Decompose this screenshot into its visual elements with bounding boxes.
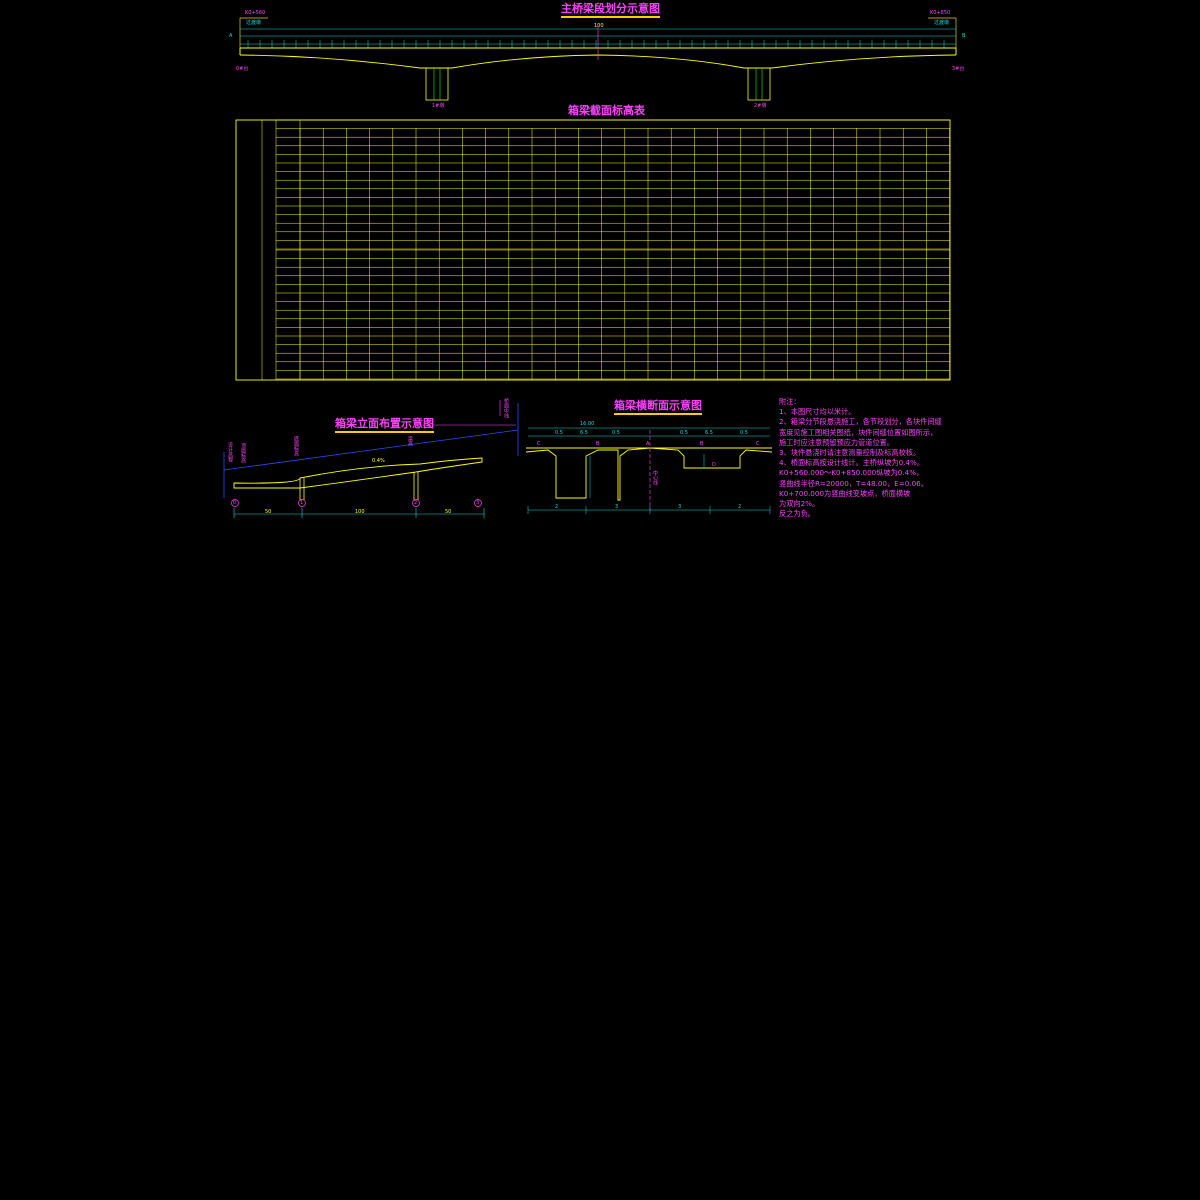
note-line: K0+700.000为竖曲线变坡点，桥面横坡 [779,488,911,498]
notes-block: 附注： 1、本图尺寸均以米计。 2、箱梁分节段悬浇施工，各节段划分，各块件间缝 … [779,397,979,519]
cs-bottom-dim-3: 3 [678,504,682,510]
axis-point-3: 3 [476,500,480,506]
cs-dim-2: 6.5 [580,430,588,436]
cs-point-c-left: C [537,441,541,447]
right-end-label: 3#台 [952,66,965,72]
right-station-label: K0+850 [930,10,951,16]
left-marker: A [229,33,233,39]
left-end-label: 0#台 [236,66,249,72]
layout-label-5: 桥面中线 [503,398,509,418]
left-abutment-label: 过渡墩 [246,20,262,26]
cs-bottom-dim-4: 2 [738,504,742,510]
layout-label-1: 设计高程 [227,442,233,462]
cs-dim-3: 0.5 [612,430,620,436]
cross-section-title: 箱梁横断面示意图 [614,400,702,415]
layout-label-2: 顶面标高 [240,443,246,463]
cs-dim-1: 0.5 [555,430,563,436]
cs-point-b-right: B [700,441,704,447]
segment-diagram-title: 主桥梁段划分示意图 [561,3,660,18]
note-line: 为双向2%。 [779,499,820,509]
note-line: 反之为负。 [779,509,815,519]
cs-dim-5: 6.5 [705,430,713,436]
span-dim-3: 50 [445,509,452,515]
note-line: 1、本图尺寸均以米计。 [779,407,856,417]
cs-bottom-dim-2: 3 [615,504,619,510]
elevation-layout-title: 箱梁立面布置示意图 [335,418,434,433]
right-marker: B [962,33,966,39]
right-abutment-label: 过渡墩 [934,20,950,26]
cs-point-b-left: B [596,441,600,447]
span-label: 100 [594,23,604,29]
cs-width-total: 16.00 [580,421,595,427]
left-station-label: K0+560 [245,10,266,16]
span-dim-2: 100 [355,509,365,515]
note-line: 2、箱梁分节段悬浇施工，各节段划分，各块件间缝 [779,417,942,427]
note-line: 4、桥面标高按设计线计。主桥纵坡为0.4%。 [779,458,925,468]
axis-point-1: 1 [300,500,304,506]
note-line: 宽度见施工图相关图纸，块件间缝位置如图所示， [779,427,938,437]
note-line: 竖曲线半径R=20000，T=48.00，E=0.06。 [779,478,928,488]
cs-bottom-dim-1: 2 [555,504,559,510]
note-line: K0+560.000～K0+850.000纵坡为0.4%， [779,468,924,478]
layout-label-3: 底面标高 [293,436,299,456]
cs-dim-6: 0.5 [740,430,748,436]
note-line: 3、块件悬浇时请注意测量控制及标高校核。 [779,448,921,458]
span-dim-1: 50 [265,509,272,515]
notes-heading: 附注： [779,397,801,406]
pier1-label: 1#墩 [432,103,445,109]
cs-center-label: 中心线 [652,470,658,485]
cs-point-a: A [646,441,650,447]
note-line: 施工时应注意预留预应力管道位置。 [779,437,895,447]
cs-dim-4: 0.5 [680,430,688,436]
pier2-label: 2#墩 [754,103,767,109]
cs-point-c-right: C [756,441,760,447]
axis-point-2: 2 [414,500,418,506]
axis-point-0: 0 [233,500,237,506]
cs-point-d: D [712,462,716,468]
slope-label: 0.4% [372,458,385,464]
layout-label-4: 梁高 [407,436,413,446]
elevation-table-title: 箱梁截面标高表 [568,104,645,117]
